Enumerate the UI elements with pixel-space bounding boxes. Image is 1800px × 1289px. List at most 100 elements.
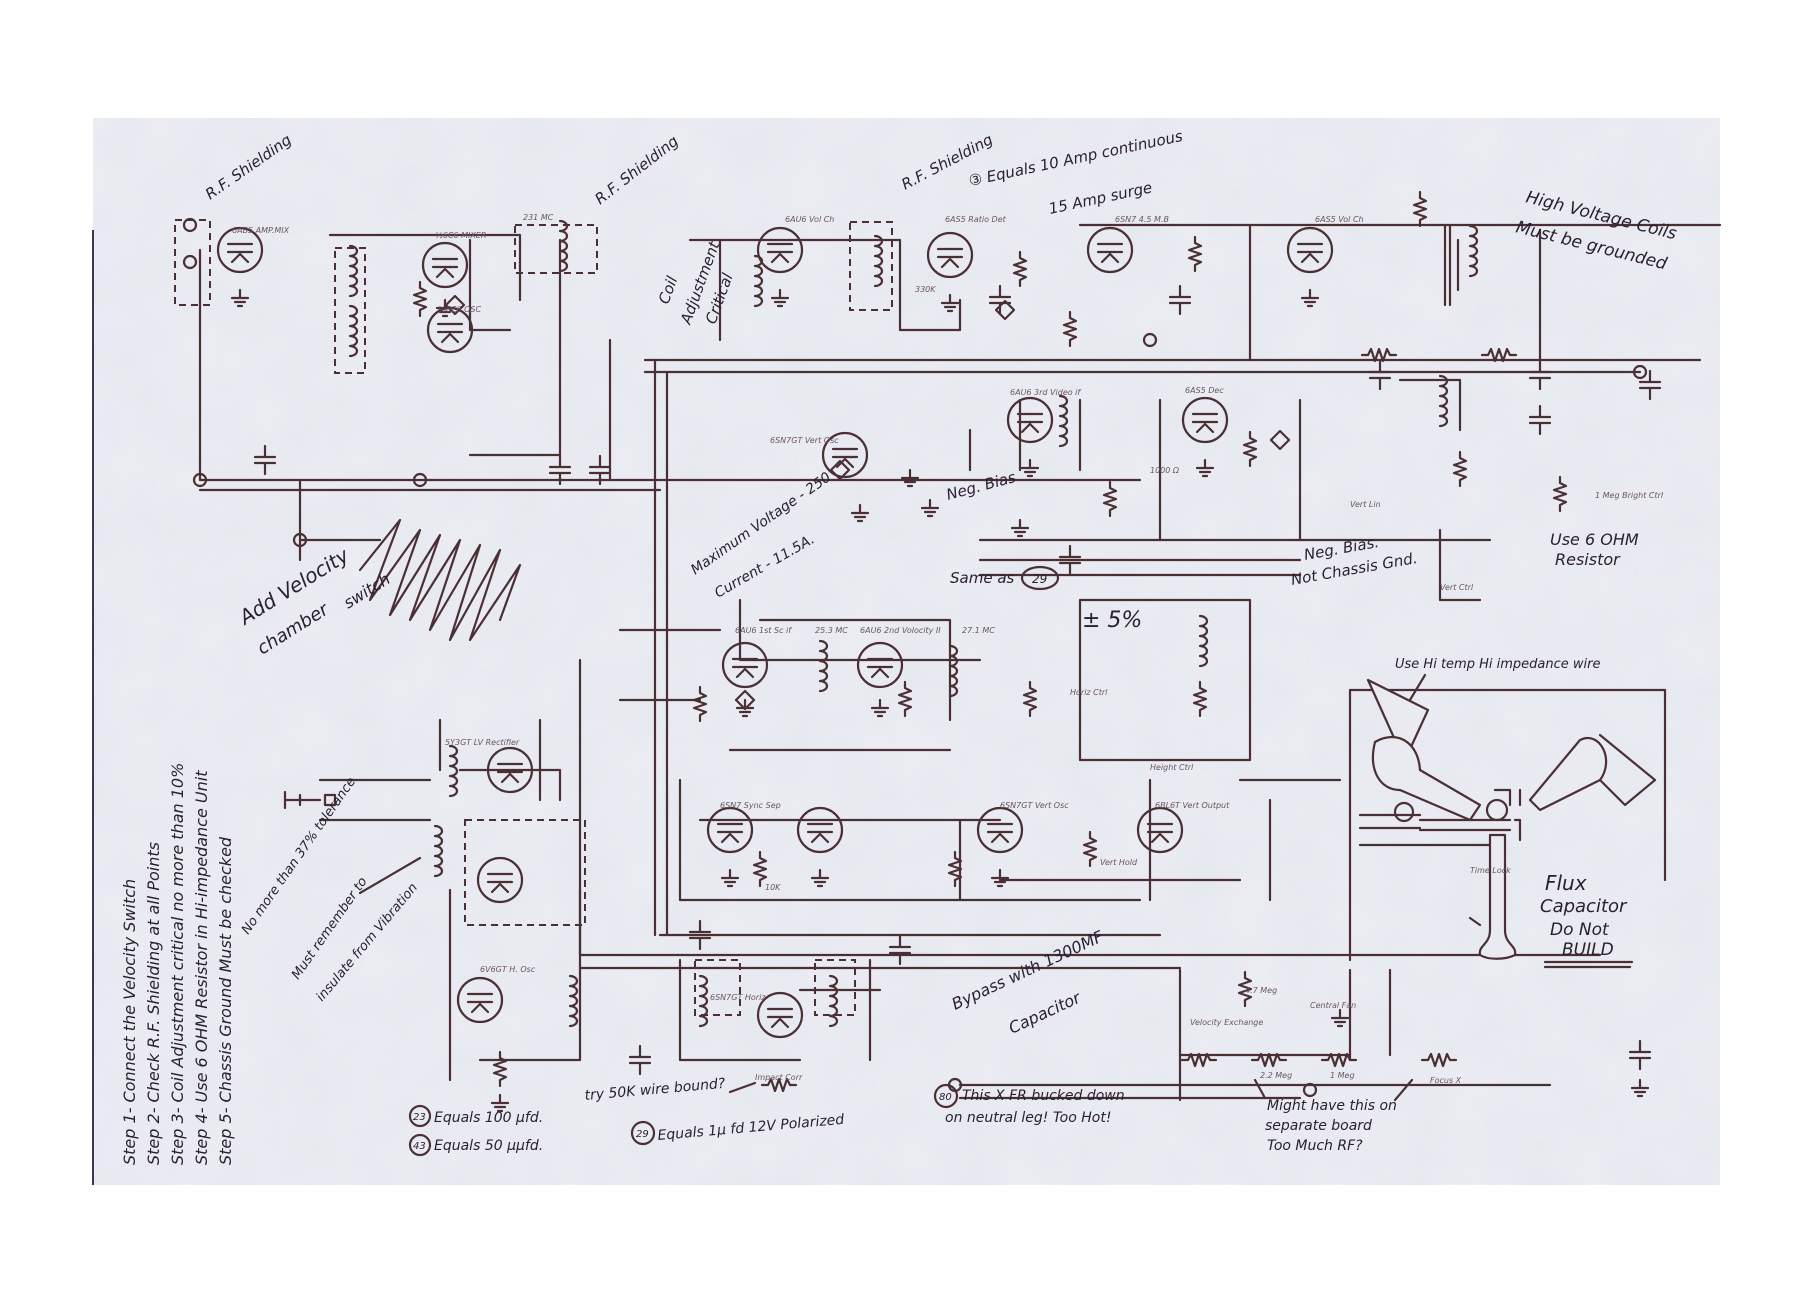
ground-icon — [720, 868, 740, 888]
tube-grid-icon — [486, 872, 514, 894]
note-hot-line2: on neutral leg! Too Hot! — [945, 1110, 1111, 1126]
flux-capacitor-drawing — [1358, 678, 1657, 960]
note-eq29-ref: 29 — [636, 1129, 649, 1140]
note-eq23: Equals 100 µfd. — [434, 1110, 543, 1126]
label-t11: 6AU6 1st Sc if — [735, 626, 792, 635]
ground-icon — [850, 503, 870, 523]
label-r2: 2.2 Meg — [1260, 1071, 1292, 1080]
vacuum-tube-icon — [1286, 226, 1334, 274]
resistor-icon — [1237, 970, 1253, 1008]
label-t4: 6AU6 Vol Ch — [785, 215, 834, 224]
terminal-marker-icon — [182, 217, 198, 233]
note-eq43-ref: 43 — [413, 1141, 426, 1152]
capacitor-icon — [253, 444, 277, 476]
terminal-marker-icon — [1302, 1082, 1318, 1098]
resistor-icon — [1250, 1052, 1288, 1068]
tube-grid-icon — [936, 247, 964, 269]
resistor-icon — [947, 850, 963, 888]
resistor-icon — [1420, 1052, 1458, 1068]
terminal-marker-icon — [1142, 332, 1158, 348]
label-t9: 6AS5 Dec — [1185, 386, 1224, 395]
vacuum-tube-icon — [476, 856, 524, 904]
coil-icon — [818, 639, 829, 693]
terminal-marker-icon — [412, 472, 428, 488]
label-c3: 27.1 MC — [962, 626, 995, 635]
test-point-icon — [734, 689, 756, 711]
step-1: Step 1- Connect the Velocity Switch — [120, 879, 139, 1165]
step-5: Step 5- Chassis Ground Must be checked — [216, 836, 235, 1165]
capacitor-icon — [1528, 404, 1552, 436]
label-t7: 6AS5 Vol Ch — [1315, 215, 1364, 224]
resistor-icon — [1187, 235, 1203, 273]
tube-grid-icon — [1096, 242, 1124, 264]
label-r5: Velocity Exchange — [1190, 1018, 1263, 1027]
note-flux-line2: Capacitor — [1540, 896, 1628, 917]
resistor-icon — [492, 1050, 508, 1088]
ground-icon — [1195, 458, 1215, 478]
ground-icon — [920, 498, 940, 518]
vacuum-tube-icon — [721, 641, 769, 689]
terminal-marker-icon — [292, 532, 308, 548]
resistor-icon — [1082, 830, 1098, 868]
tube-grid-icon — [731, 657, 759, 679]
vacuum-tube-icon — [421, 241, 469, 289]
label-r11: Vert Hold — [1100, 858, 1138, 867]
ground-icon — [230, 288, 250, 308]
label-t15: 6BL6T Vert Output — [1155, 801, 1230, 810]
paper-texture — [93, 118, 1720, 1185]
capacitor-icon — [1628, 1039, 1652, 1071]
label-t10: 6SN7GT Vert Osc — [770, 436, 839, 445]
ground-icon — [435, 298, 455, 318]
tube-grid-icon — [466, 992, 494, 1014]
vacuum-tube-icon — [706, 806, 754, 854]
label-t3: ½6C6 OSC — [438, 305, 481, 314]
label-r15: Impact Corr — [755, 1073, 803, 1082]
label-c2: 25.3 MC — [815, 626, 848, 635]
rf-shield-boxes — [174, 219, 893, 1016]
ground-icon — [1010, 518, 1030, 538]
label-t14: 6SN7GT Vert Osc — [1000, 801, 1069, 810]
step-2: Step 2- Check R.F. Shielding at all Poin… — [144, 842, 163, 1165]
test-point-icon — [829, 459, 851, 481]
tube-grid-icon — [986, 822, 1014, 844]
step-3: Step 3- Coil Adjustment critical no more… — [168, 763, 187, 1165]
note-hot-line1: This X FR bucked down — [962, 1088, 1125, 1104]
resistor-icon — [1452, 450, 1468, 488]
tube-grid-icon — [831, 447, 859, 469]
note-flux-line3: Do Not — [1550, 920, 1610, 940]
vacuum-tube-icon — [216, 226, 264, 274]
ground-icon — [940, 293, 960, 313]
tube-grid-icon — [1016, 412, 1044, 434]
power-plug-icon — [283, 790, 337, 810]
note-hi-temp: Use Hi temp Hi impedance wire — [1395, 657, 1600, 672]
label-t13: 6SN7 Sync Sep — [720, 801, 781, 810]
resistor-icon — [1242, 430, 1258, 468]
note-rf-line3: Too Much RF? — [1267, 1138, 1363, 1154]
ground-icon — [870, 698, 890, 718]
tube-grid-icon — [1296, 242, 1324, 264]
vacuum-tube-icon — [856, 641, 904, 689]
label-r1: 4.7 Meg — [1245, 986, 1277, 995]
capacitor-icon — [1638, 369, 1662, 401]
note-rf-line2: separate board — [1265, 1118, 1372, 1134]
coil-icon — [1198, 614, 1209, 668]
coil-icon — [1438, 374, 1449, 428]
ground-icon — [1300, 288, 1320, 308]
ground-icon — [1630, 1078, 1650, 1098]
test-point-icon — [1269, 429, 1291, 451]
note-eq23-ref: 23 — [413, 1112, 426, 1123]
ground-icon — [1020, 458, 1040, 478]
test-point-icon — [444, 294, 466, 316]
resistor-icon — [412, 280, 428, 318]
vacuum-tube-icon — [756, 226, 804, 274]
resistor-icon — [752, 850, 768, 888]
ground-icon — [1330, 1008, 1350, 1028]
ground-icon — [990, 868, 1010, 888]
tube-grid-icon — [431, 257, 459, 279]
label-t6: 6SN7 4.5 M.B — [1115, 215, 1169, 224]
wiring — [198, 223, 1722, 1102]
ground-icon — [490, 1093, 510, 1113]
resistor-icon — [1480, 347, 1518, 363]
coil-icon — [873, 234, 884, 288]
